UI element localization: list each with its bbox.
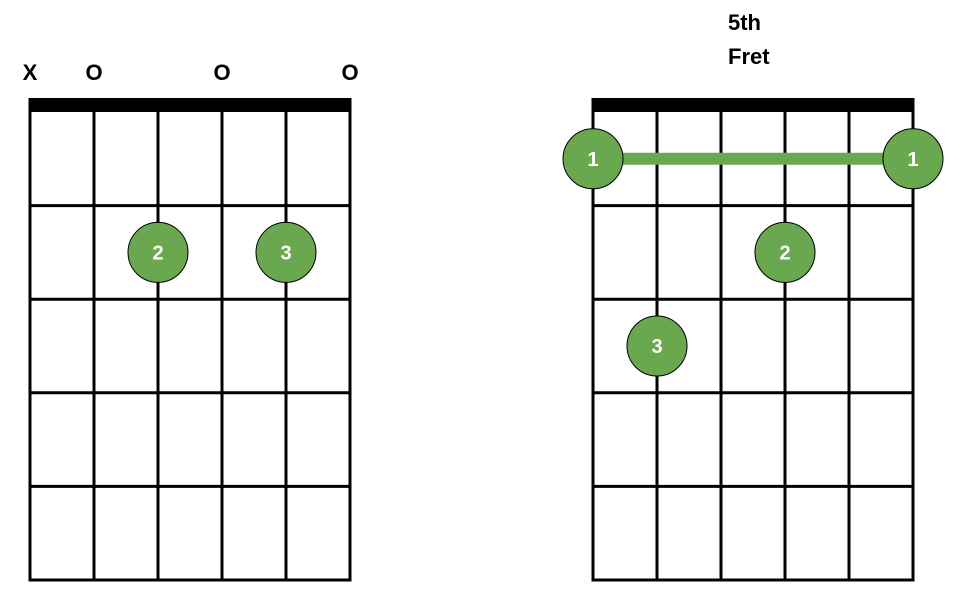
open-string-marker: O [341,60,358,85]
position-label-line: 5th [728,10,761,35]
nut-bar [591,98,915,112]
finger-dot [127,221,189,283]
finger-dot [754,221,816,283]
finger-dot [882,128,944,190]
finger-dot [626,315,688,377]
open-string-marker: O [85,60,102,85]
finger-number: 1 [907,149,918,171]
finger-number: 1 [587,149,598,171]
open-string-marker: O [213,60,230,85]
finger-number: 3 [280,242,291,264]
chord-diagram-left: X O O O 2 3 [23,60,359,582]
muted-string-marker: X [23,60,38,85]
finger-number: 2 [152,242,163,264]
finger-number: 3 [651,336,662,358]
finger-dot [255,221,317,283]
position-label-line: Fret [728,44,770,69]
finger-dot [562,128,624,190]
nut-bar [28,98,352,112]
finger-number: 2 [779,242,790,264]
